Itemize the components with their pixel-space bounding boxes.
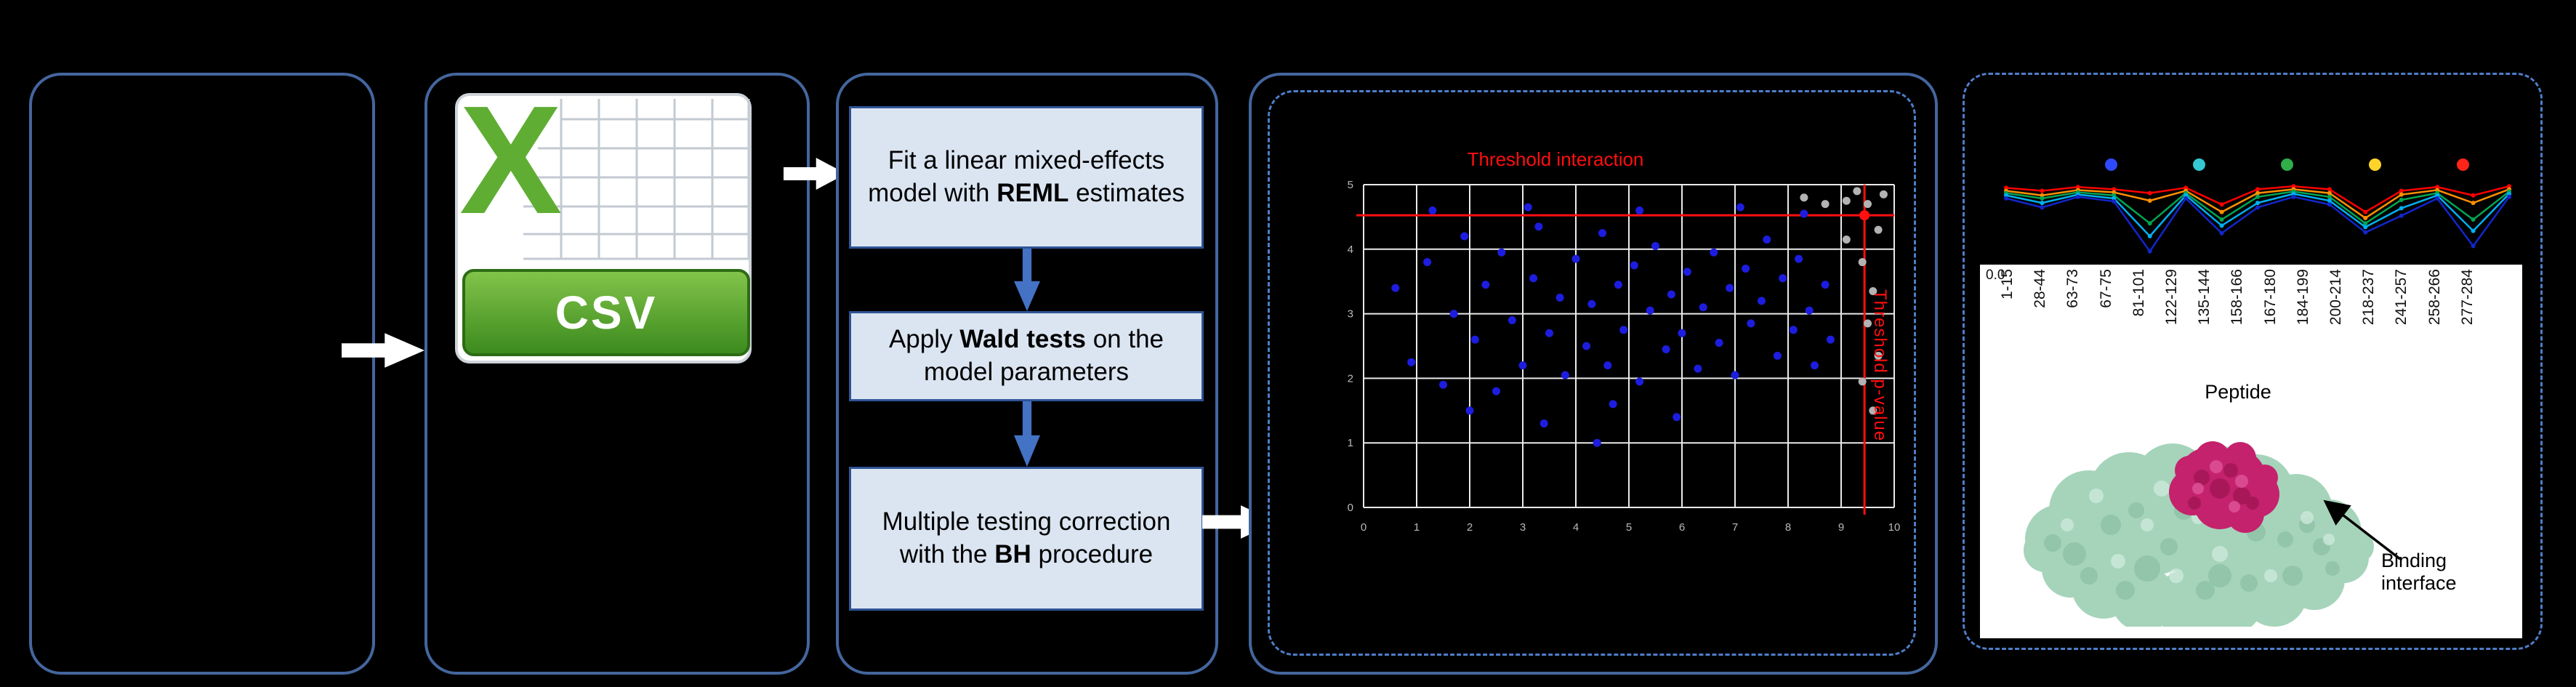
input-panel <box>29 73 375 675</box>
svg-text:0: 0 <box>1361 521 1367 534</box>
ytick-label: 0.0 <box>1986 268 2005 283</box>
detail-dashed-panel <box>1963 73 2543 650</box>
peptide-tick-label: 67-75 <box>2097 269 2114 308</box>
threshold-pvalue-label: Threshold p-value <box>1870 289 1890 442</box>
step-box-bh: Multiple testing correction with the BH … <box>849 467 1204 611</box>
down-arrow-icon <box>1014 401 1040 467</box>
peptide-tick-label: 1-15 <box>1999 269 2016 300</box>
step-box-reml: Fit a linear mixed-effects model with RE… <box>849 106 1204 249</box>
peptide-tick-label: 241-257 <box>2393 269 2410 326</box>
legend-dot <box>2457 158 2469 171</box>
peptide-tick-label: 167-180 <box>2261 269 2279 326</box>
uptake-axis-card: 0.0 1-15 28-44 63-73 67-75 81-101 122-129 135-… <box>1980 265 2522 638</box>
svg-text:5: 5 <box>1348 180 1353 191</box>
threshold-interaction-label: Threshold interaction <box>1467 148 1644 170</box>
svg-text:9: 9 <box>1838 521 1844 534</box>
svg-text:4: 4 <box>1573 521 1579 534</box>
legend-dot <box>2281 158 2293 171</box>
csv-panel: X CSV <box>424 73 810 675</box>
svg-text:1: 1 <box>1348 437 1353 449</box>
step-text: Multiple testing correction with the BH … <box>882 507 1171 569</box>
svg-text:8: 8 <box>1785 521 1791 534</box>
steps-panel: Fit a linear mixed-effects model with RE… <box>836 73 1218 675</box>
svg-text:7: 7 <box>1732 521 1738 534</box>
svg-text:0: 0 <box>1348 502 1353 514</box>
svg-text:4: 4 <box>1348 244 1353 256</box>
csv-banner-label: CSV <box>462 269 750 356</box>
peptide-axis-title: Peptide <box>2205 381 2271 403</box>
step-text: Apply Wald tests on the model parameters <box>888 325 1164 386</box>
peptide-tick-label: 122-129 <box>2163 269 2180 326</box>
uptake-line-chart <box>2004 184 2511 254</box>
svg-text:1: 1 <box>1414 521 1420 534</box>
svg-text:6: 6 <box>1679 521 1685 534</box>
legend-dot <box>2105 158 2117 171</box>
svg-text:3: 3 <box>1348 308 1353 321</box>
peptide-tick-label: 277-284 <box>2458 269 2476 326</box>
protein-structure-image <box>2024 441 2374 627</box>
peptide-tick-label: 218-237 <box>2360 269 2378 326</box>
csv-file-icon: X CSV <box>451 73 756 375</box>
peptide-tick-labels: 1-15 28-44 63-73 67-75 81-101 122-129 135-144 1… <box>1980 265 2522 388</box>
step-text: Fit a linear mixed-effects model with RE… <box>868 146 1185 207</box>
csv-x-letter: X <box>459 73 563 246</box>
step-box-wald: Apply Wald tests on the model parameters <box>849 311 1204 401</box>
svg-text:2: 2 <box>1348 372 1353 385</box>
peptide-tick-label: 135-144 <box>2196 269 2213 326</box>
svg-text:3: 3 <box>1520 521 1526 534</box>
legend-dot <box>2369 158 2381 171</box>
legend-dots <box>2105 158 2469 171</box>
peptide-tick-label: 184-199 <box>2294 269 2311 326</box>
svg-text:10: 10 <box>1888 521 1901 534</box>
svg-text:5: 5 <box>1626 521 1632 534</box>
legend-dot <box>2193 158 2205 171</box>
peptide-tick-label: 28-44 <box>2032 269 2049 308</box>
peptide-tick-label: 81-101 <box>2130 269 2147 317</box>
peptide-tick-label: 200-214 <box>2327 269 2344 326</box>
down-arrow-icon <box>1014 249 1040 311</box>
peptide-tick-label: 158-166 <box>2229 269 2246 326</box>
results-dashed-frame <box>1268 90 1916 656</box>
peptide-tick-label: 63-73 <box>2064 269 2082 308</box>
binding-interface-label: Binding interface <box>2381 550 2457 595</box>
peptide-tick-label: 258-266 <box>2426 269 2443 326</box>
svg-text:2: 2 <box>1467 521 1473 534</box>
